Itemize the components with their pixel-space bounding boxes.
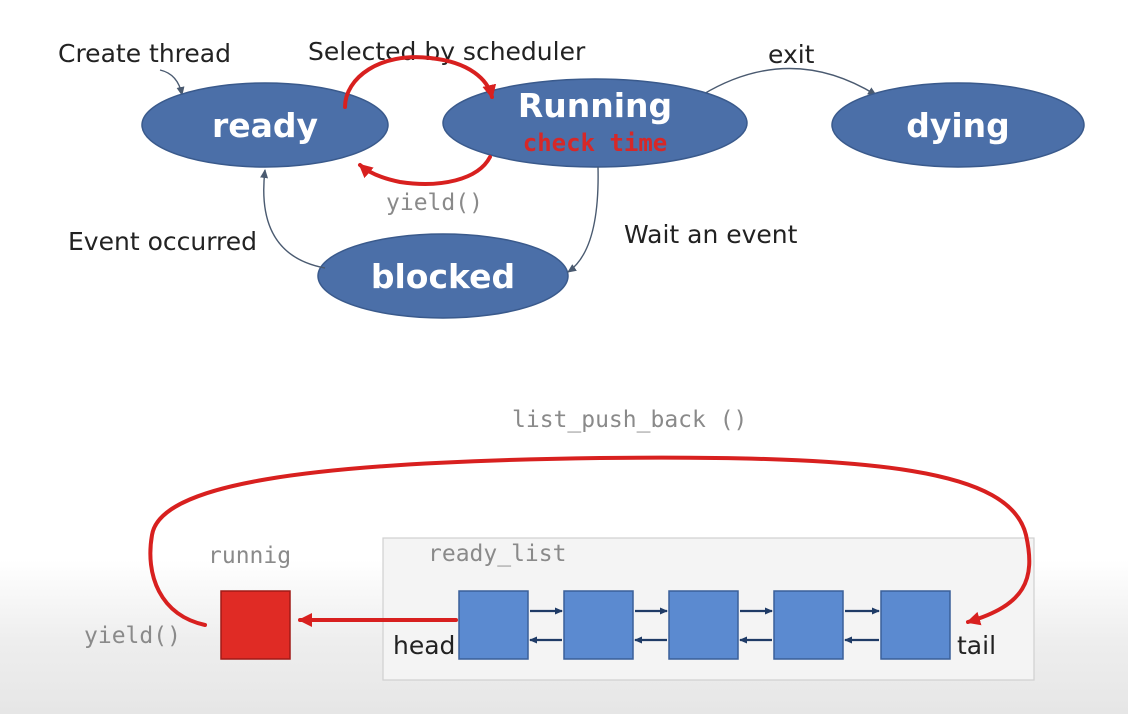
yield-red-arrow	[358, 155, 492, 186]
running-label: runnig	[208, 543, 291, 569]
list-push-back-label: list_push_back ()	[512, 407, 747, 433]
head-label: head	[393, 631, 455, 660]
push-back-red-loop-arrow	[148, 455, 1032, 627]
ready-list-node-4	[773, 590, 844, 660]
scheduler-select-red-arrow	[343, 55, 497, 109]
ready-state-label: ready	[212, 106, 318, 145]
exit-label: exit	[768, 40, 815, 69]
dying-state-label: dying	[906, 106, 1010, 145]
create-thread-arrow	[159, 69, 185, 96]
wait-event-label: Wait an event	[624, 220, 798, 249]
ready-list-label: ready_list	[428, 541, 566, 567]
yield-label-top: yield()	[386, 190, 483, 216]
ready-list-node-1	[458, 590, 529, 660]
running-state-label: Running	[518, 86, 672, 125]
ready-list-node-2	[563, 590, 634, 660]
ready-list-node-5	[880, 590, 951, 660]
ready-state	[141, 82, 389, 168]
running-thread-box	[220, 590, 291, 660]
check-time-annotation: check time	[523, 129, 668, 157]
blocked-state-label: blocked	[371, 257, 515, 296]
tail-label: tail	[957, 631, 996, 660]
event-occurred-label: Event occurred	[68, 227, 257, 256]
wait-event-arrow	[567, 166, 599, 273]
yield-label-bottom: yield()	[84, 623, 181, 649]
ready-list-node-3	[668, 590, 739, 660]
running-state	[442, 78, 748, 168]
blocked-state	[317, 233, 569, 319]
dying-state	[831, 82, 1085, 168]
create-thread-label: Create thread	[58, 39, 231, 68]
exit-arrow	[701, 67, 877, 96]
event-occurred-arrow	[260, 169, 326, 269]
